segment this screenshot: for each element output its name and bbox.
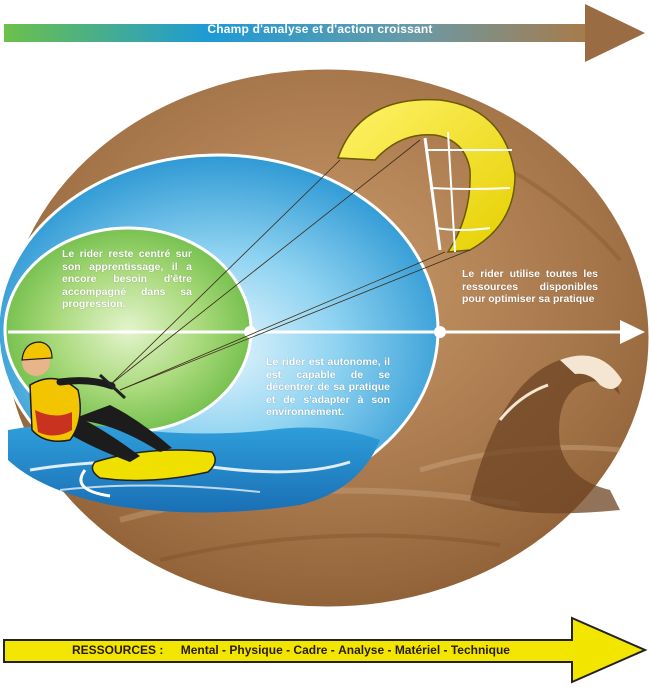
resource-separator: - [283,643,294,657]
resource-separator: - [440,643,451,657]
green-zone-text: Le rider reste centré sur son apprentiss… [62,248,192,311]
top-arrow-label: Champ d'analyse et d'action croissant [140,22,500,36]
resource-item: Matériel [395,643,440,657]
resource-item: Physique [229,643,282,657]
resources-title: RESSOURCES : [72,643,163,657]
resources-line: RESSOURCES : Mental - Physique - Cadre -… [72,643,552,659]
resource-item: Technique [451,643,510,657]
brown-zone-text: Le rider utilise toutes les ressources d… [462,268,598,306]
blue-zone-text: Le rider est autonome, il est capable de… [266,356,390,419]
resource-item: Mental [181,643,219,657]
resources-items: Mental - Physique - Cadre - Analyse - Ma… [181,643,510,657]
resource-separator: - [327,643,338,657]
resource-item: Cadre [293,643,327,657]
resource-separator: - [384,643,395,657]
resource-item: Analyse [338,643,384,657]
resource-separator: - [219,643,230,657]
